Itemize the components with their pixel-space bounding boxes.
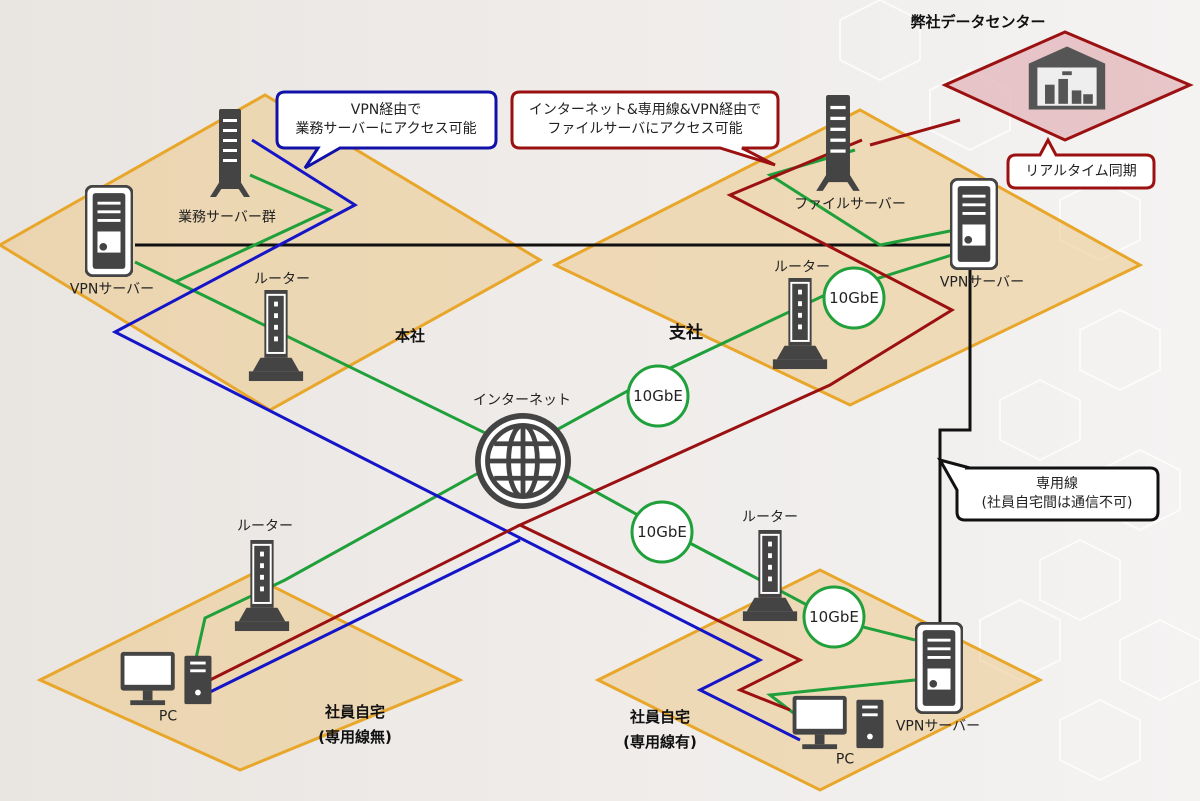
internet-globe-icon bbox=[478, 416, 568, 506]
speed-badge-label: 10GbE bbox=[809, 608, 859, 626]
router-home2-label: ルーター bbox=[742, 509, 798, 526]
vpn-server-home2-label: VPNサーバー bbox=[895, 718, 981, 735]
callout-vpn-access-text: VPN経由で 業務サーバーにアクセス可能 bbox=[295, 101, 476, 139]
router-hq-label: ルーター bbox=[254, 271, 310, 288]
leased-line-links bbox=[135, 243, 972, 625]
home-no-line-label-2: (専用線無) bbox=[318, 728, 392, 746]
speed-badge bbox=[822, 266, 886, 330]
callout-leased-line1: 専用線 bbox=[1036, 476, 1078, 493]
pc-home2-label: PC bbox=[835, 751, 855, 768]
callout-vpn-access bbox=[275, 90, 498, 170]
home-no-line-label-1: 社員自宅 bbox=[324, 703, 386, 721]
callout-file-line2: ファイルサーバにアクセス可能 bbox=[547, 121, 743, 137]
red-file-path bbox=[209, 118, 961, 712]
router-home1-label: ルーター bbox=[237, 518, 293, 535]
speed-badge-label: 10GbE bbox=[633, 387, 683, 405]
callout-leased-line2: (社員自宅間は通信不可) bbox=[981, 495, 1133, 511]
speed-badge-label: 10GbE bbox=[637, 523, 687, 541]
callout-sync-text: リアルタイム同期 bbox=[1025, 163, 1137, 180]
pc-home1-label: PC bbox=[158, 708, 178, 725]
vpn-server-hq-label: VPNサーバー bbox=[69, 281, 155, 298]
callout-file-line1: インターネット&専用線&VPN経由で bbox=[528, 102, 762, 119]
home-with-line-label-1: 社員自宅 bbox=[629, 708, 691, 726]
vpn-server-icon bbox=[85, 185, 133, 277]
vpn-server-branch-label: VPNサーバー bbox=[939, 274, 1025, 291]
callout-sync bbox=[1006, 136, 1156, 190]
callout-file-access-text: インターネット&専用線&VPN経由で ファイルサーバにアクセス可能 bbox=[529, 101, 761, 139]
router-branch-label: ルーター bbox=[774, 259, 830, 276]
head-office-label: 本社 bbox=[394, 327, 426, 345]
speed-badge-label: 10GbE bbox=[829, 289, 879, 307]
callout-file-access bbox=[510, 90, 780, 167]
home-with-line-label-2: (専用線有) bbox=[623, 733, 697, 751]
blue-vpn-path bbox=[111, 138, 801, 742]
vpn-server-icon bbox=[915, 622, 963, 714]
datacenter-title: 弊社データセンター bbox=[910, 13, 1046, 31]
callout-leased-line-text: 専用線 (社員自宅間は通信不可) bbox=[982, 475, 1133, 513]
file-server-label: ファイルサーバー bbox=[794, 196, 906, 213]
vpn-server-icon bbox=[950, 178, 998, 270]
callout-vpn-line2: 業務サーバーにアクセス可能 bbox=[295, 121, 477, 137]
biz-servers-label: 業務サーバー群 bbox=[178, 209, 276, 226]
speed-badge bbox=[626, 364, 690, 428]
callout-vpn-line1: VPN経由で bbox=[350, 102, 422, 119]
speed-badge bbox=[630, 500, 694, 564]
callout-leased-line bbox=[936, 457, 1160, 522]
internet-label: インターネット bbox=[473, 392, 571, 409]
branch-label: 支社 bbox=[669, 322, 703, 343]
zone-head-office bbox=[0, 93, 543, 412]
speed-badge bbox=[802, 585, 866, 649]
